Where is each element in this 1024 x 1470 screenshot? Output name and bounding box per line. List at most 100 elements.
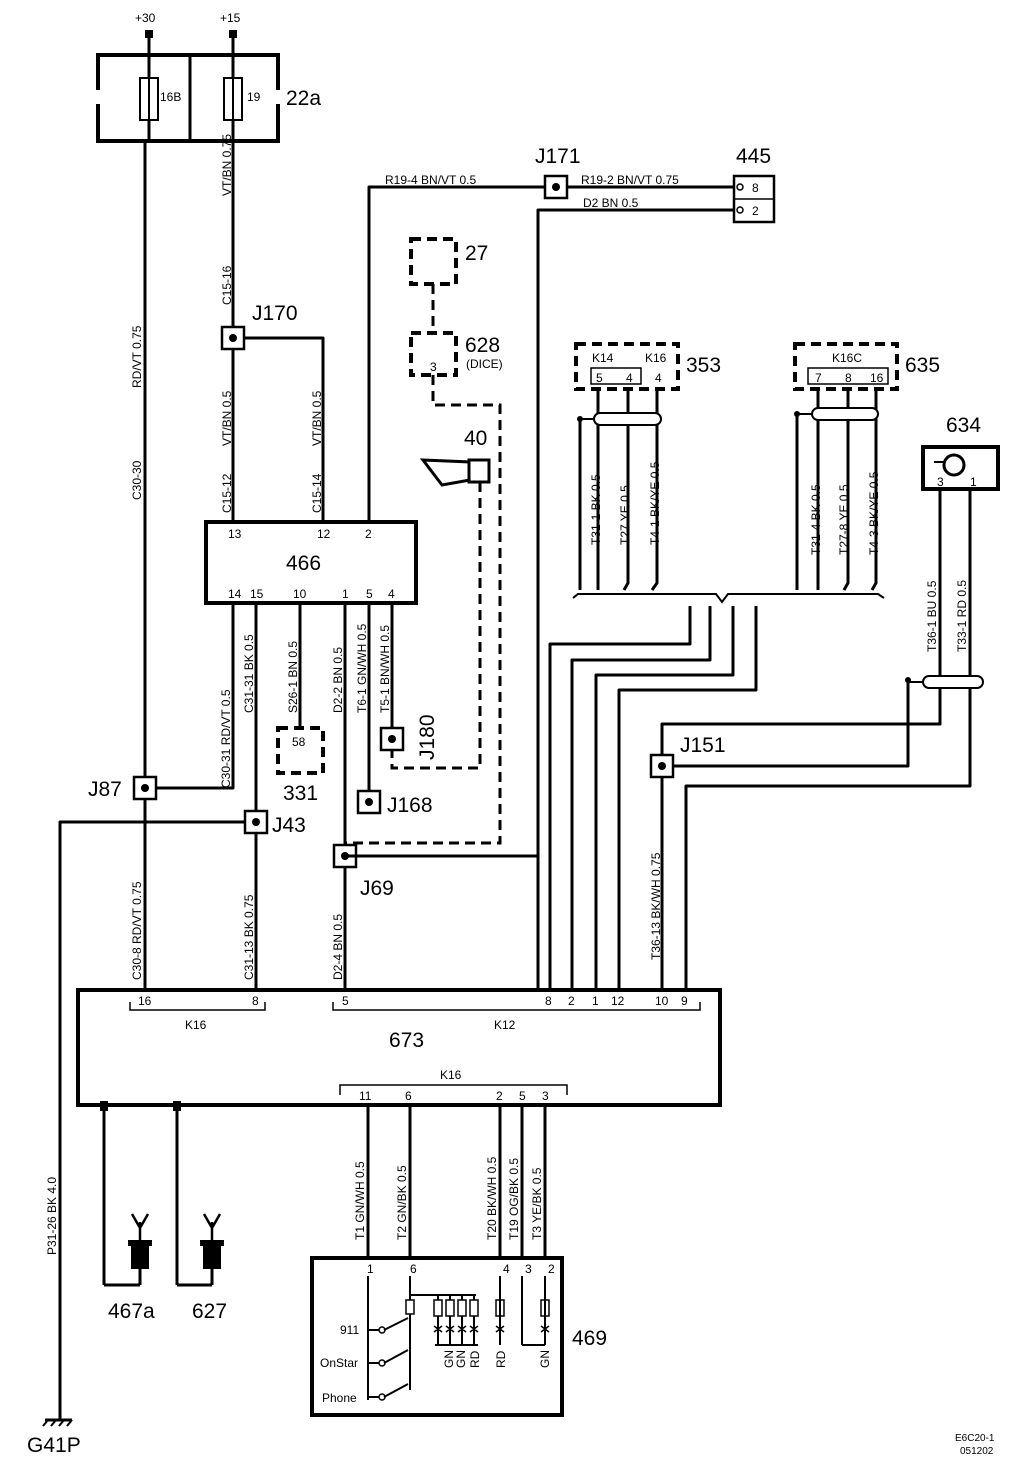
- wire-label-vtbn05a: VT/BN 0.5: [220, 390, 234, 446]
- component-634-label: 634: [946, 414, 981, 437]
- fuse-box-22a: +30 +15 16B 19 22a: [95, 11, 321, 143]
- c466-pin-12: 12: [317, 527, 331, 541]
- wire-label-c1514: C15-14: [310, 473, 324, 513]
- c469-pin-1: 1: [367, 1262, 374, 1276]
- component-353-label: 353: [686, 354, 721, 377]
- wire-label-p3126: P31-26 BK 4.0: [45, 1177, 59, 1255]
- c635-pin-7: 7: [815, 371, 822, 385]
- splice-j170-label: J170: [252, 302, 298, 325]
- keypad-469-label: 469: [572, 1327, 607, 1350]
- wire-ground: [58, 820, 256, 1420]
- keypad-469: 1 6 4 3 2 469 911 OnStar Phone: [310, 1256, 607, 1417]
- module-673-label: 673: [389, 1029, 424, 1052]
- splice-j69-label: J69: [360, 877, 394, 900]
- wire-label-d2: D2 BN 0.5: [583, 196, 639, 210]
- splice-j171: J171: [535, 145, 581, 200]
- c469-pin-3: 3: [525, 1262, 532, 1276]
- fuse-16b-label: 16B: [160, 90, 181, 104]
- microphone-icon: [942, 453, 966, 477]
- c331-pin-58: 58: [292, 735, 306, 749]
- c466-pin-13: 13: [228, 527, 242, 541]
- c353-pin-5: 5: [596, 371, 603, 385]
- wire-label-c3131: C31-31 BK 0.5: [242, 634, 256, 713]
- led-1-color: GN: [442, 1350, 456, 1368]
- splice-j151-label: J151: [680, 734, 726, 757]
- component-628: 3 628 (DICE): [409, 331, 503, 377]
- wire-label-t278: T27-8 YE 0.5: [837, 484, 851, 555]
- c445-pin-8: 8: [752, 181, 759, 195]
- c353-pin-4b: 4: [655, 371, 662, 385]
- c353-k16: K16: [645, 351, 667, 365]
- antenna-467a: 467a: [102, 1105, 155, 1323]
- wire-label-vtbn075: VT/BN 0.75: [220, 134, 234, 196]
- led-2-color: GN: [454, 1350, 468, 1368]
- c673-pin-9: 9: [681, 994, 688, 1008]
- wire-label-t61: T6-1 GN/WH 0.5: [355, 623, 369, 713]
- ground-g41p: G41P: [27, 1418, 81, 1457]
- c466-pin-10: 10: [293, 587, 307, 601]
- wire-label-t51: T5-1 BN/WH 0.5: [378, 625, 392, 713]
- supply-plus30-label: +30: [135, 11, 156, 25]
- c634-pin-3: 3: [937, 475, 944, 489]
- wire-d2: [536, 208, 736, 990]
- fuse-19-label: 19: [247, 90, 261, 104]
- antenna-icon: [130, 1213, 150, 1240]
- c673-pin-5a: 5: [342, 994, 349, 1008]
- c635-pin-8: 8: [845, 371, 852, 385]
- terminal-plus30-icon: [145, 30, 153, 38]
- c673-pin-12: 12: [611, 994, 625, 1008]
- wire-label-t41: T4-1 BK/YE 0.5: [648, 461, 662, 545]
- wire-label-t314: T31-4 BK 0.5: [809, 484, 823, 555]
- splice-j170: J170: [220, 302, 298, 351]
- c469-pin-4: 4: [503, 1262, 510, 1276]
- splice-j180-label: J180: [416, 714, 439, 760]
- module-466-label: 466: [286, 552, 321, 575]
- c673-pin-10: 10: [655, 994, 669, 1008]
- component-27-label: 27: [465, 242, 488, 265]
- antenna-627: 627: [175, 1105, 227, 1323]
- wire-label-t1: T1 GN/WH 0.5: [353, 1161, 367, 1240]
- c673-k16b: K16: [440, 1068, 462, 1082]
- terminal-plus15-icon: [229, 30, 237, 38]
- switch-phone-label: Phone: [322, 1391, 357, 1405]
- connector-445: 8 2 445: [732, 145, 776, 224]
- antenna-icon: [202, 1213, 222, 1240]
- component-628-sublabel: (DICE): [466, 357, 503, 371]
- switch-onstar-label: OnStar: [320, 1356, 358, 1370]
- c466-pin-5: 5: [366, 587, 373, 601]
- wire-label-d22: D2-2 BN 0.5: [331, 647, 345, 713]
- c635-k16c: K16C: [832, 351, 862, 365]
- wire-label-t361: T36-1 BU 0.5: [925, 580, 939, 652]
- wire-label-c3030: C30-30: [130, 460, 144, 500]
- c628-pin-3: 3: [430, 360, 437, 374]
- supply-plus15-label: +15: [220, 11, 241, 25]
- c673-pin-5b: 5: [519, 1089, 526, 1103]
- diagram-code: E6C20-1: [955, 1433, 995, 1444]
- c673-pin-2a: 2: [568, 994, 575, 1008]
- splice-j87: J87: [88, 775, 158, 801]
- wire-label-t27: T27 YE 0.5: [618, 485, 632, 545]
- wire-label-r192: R19-2 BN/VT 0.75: [581, 173, 679, 187]
- component-634: 3 1 634: [921, 414, 1000, 491]
- led-4-color: RD: [494, 1350, 508, 1368]
- module-673: 16 8 5 8 2 1 12 10 9 K16 K12 K16 673 11 …: [76, 988, 722, 1107]
- c466-pin-15: 15: [250, 587, 264, 601]
- c673-pin-2b: 2: [496, 1089, 503, 1103]
- component-40-label: 40: [464, 427, 487, 450]
- c673-pin-8b: 8: [545, 994, 552, 1008]
- c469-pin-6: 6: [410, 1262, 417, 1276]
- c445-pin-2: 2: [752, 204, 759, 218]
- wire-label-c3031: C30-31 RD/VT 0.5: [219, 689, 233, 788]
- component-635-label: 635: [905, 354, 940, 377]
- diagram-date: 051202: [960, 1446, 994, 1457]
- wire-label-c308: C30-8 RD/VT 0.75: [130, 881, 144, 980]
- splice-j171-label: J171: [535, 145, 581, 168]
- c353-pin-4a: 4: [626, 371, 633, 385]
- c673-pin-3: 3: [542, 1089, 549, 1103]
- c466-pin-1: 1: [342, 587, 349, 601]
- wire-label-vtbn05b: VT/BN 0.5: [310, 390, 324, 446]
- wire-label-c1516: C15-16: [220, 265, 234, 305]
- wire-label-c1512: C15-12: [220, 473, 234, 513]
- wire-r194: [367, 185, 556, 522]
